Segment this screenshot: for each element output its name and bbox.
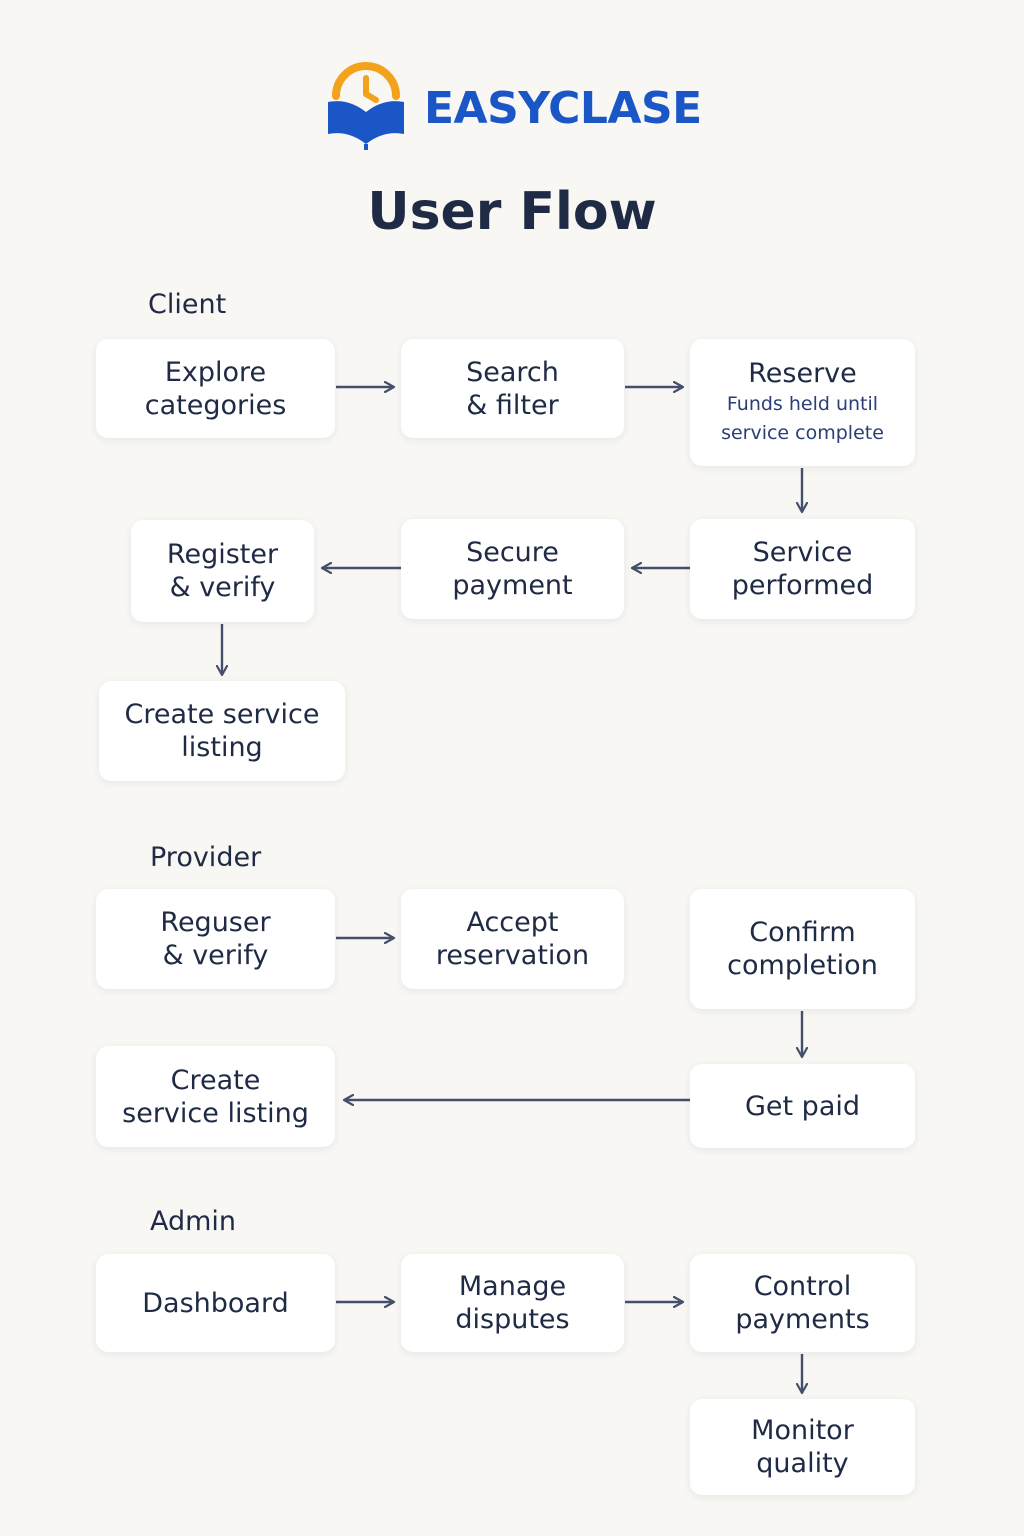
node-create-service-listing-provider: Create service listing <box>96 1046 335 1147</box>
node-accept-reservation: Accept reservation <box>401 889 624 989</box>
node-label: Reguser & verify <box>160 907 271 971</box>
section-label-provider: Provider <box>150 842 262 873</box>
node-label: Search & filter <box>466 356 559 421</box>
node-label: Reserve <box>748 358 857 389</box>
node-register-verify: Register & verify <box>131 520 314 622</box>
node-service-performed: Service performed <box>690 519 915 619</box>
node-secure-payment: Secure payment <box>401 519 624 619</box>
node-label: Monitor quality <box>751 1415 854 1479</box>
section-label-client: Client <box>148 289 227 320</box>
node-label: Get paid <box>744 1090 861 1122</box>
node-get-paid: Get paid <box>690 1064 915 1148</box>
node-label: Register & verify <box>166 539 279 603</box>
brand-name: EASYCLASE <box>424 83 702 134</box>
node-dashboard: Dashboard <box>96 1254 335 1352</box>
node-reguser-verify: Reguser & verify <box>96 889 335 989</box>
node-label: Create service listing <box>122 1064 309 1129</box>
node-reserve: Reserve Funds held until service complet… <box>690 339 915 466</box>
node-label: Explore categories <box>144 356 287 421</box>
node-label: Manage disputes <box>455 1271 570 1335</box>
section-label-admin: Admin <box>150 1206 237 1237</box>
node-label: Dashboard <box>142 1287 289 1319</box>
node-note: Funds held until service complete <box>721 393 884 444</box>
node-label: Secure payment <box>452 537 573 601</box>
page-title: User Flow <box>367 182 657 242</box>
node-monitor-quality: Monitor quality <box>690 1399 915 1495</box>
node-label: Control payments <box>735 1271 870 1335</box>
node-label: Service performed <box>731 537 874 601</box>
node-manage-disputes: Manage disputes <box>401 1254 624 1352</box>
easyclase-logo-icon <box>328 62 404 150</box>
node-confirm-completion: Confirm completion <box>690 889 915 1009</box>
node-explore-categories: Explore categories <box>96 339 335 438</box>
node-create-service-listing: Create service listing <box>99 681 345 781</box>
node-search-filter: Search & filter <box>401 339 624 438</box>
node-label: Confirm completion <box>727 917 878 981</box>
node-label: Accept reservation <box>435 907 590 971</box>
node-control-payments: Control payments <box>690 1254 915 1352</box>
node-label: Create service listing <box>124 699 320 763</box>
